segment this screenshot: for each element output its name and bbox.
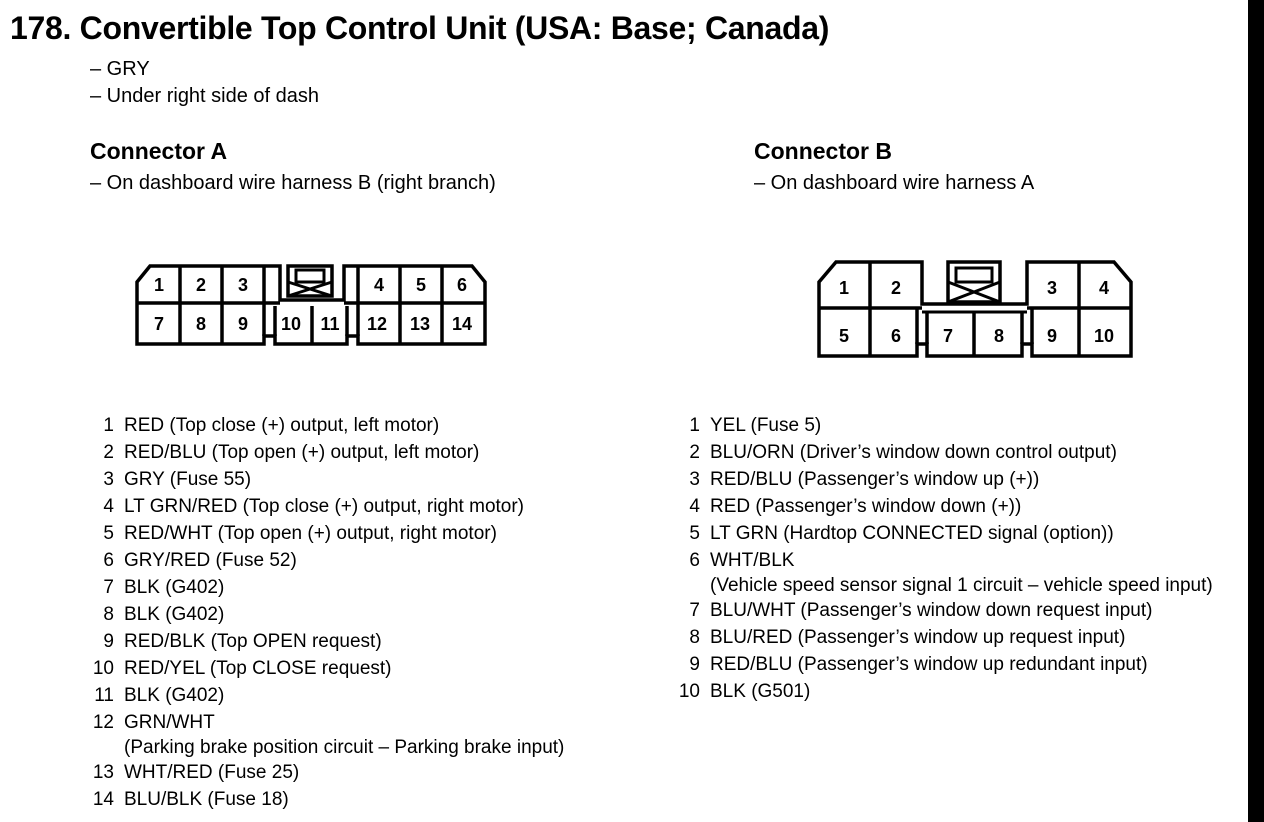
pin-a-6: 6 (457, 275, 467, 295)
pin-a-7: 7 (154, 314, 164, 334)
pin-b-5: 5 (839, 326, 849, 346)
page-title: 178. Convertible Top Control Unit (USA: … (10, 10, 830, 46)
pin-a-12: 12 (367, 314, 387, 334)
connector-b-location: – On dashboard wire harness A (754, 172, 1035, 194)
pin-b-10: 10 (1094, 326, 1114, 346)
connector-a-diagram: 1 2 3 4 5 6 7 8 9 10 11 12 13 14 (135, 264, 487, 346)
pin-a-4: 4 (374, 275, 384, 295)
pin-a-9: 9 (238, 314, 248, 334)
pin-b-8: 8 (994, 326, 1004, 346)
connector-b-title: Connector B (754, 138, 892, 164)
connector-a-location: – On dashboard wire harness B (right bra… (90, 172, 496, 194)
pin-a-10: 10 (281, 314, 301, 334)
pin-b-2: 2 (891, 278, 901, 298)
pin-a-14: 14 (452, 314, 472, 334)
pin-a-3: 3 (238, 275, 248, 295)
pin-b-9: 9 (1047, 326, 1057, 346)
pin-a-2: 2 (196, 275, 206, 295)
pin-a-11: 11 (320, 314, 339, 334)
pin-a-13: 13 (410, 314, 430, 334)
pin-a-1: 1 (154, 275, 164, 295)
pin-b-3: 3 (1047, 278, 1057, 298)
page-edge-bar (1248, 0, 1264, 822)
connector-a-title: Connector A (90, 138, 228, 164)
pin-a-8: 8 (196, 314, 206, 334)
pin-b-7: 7 (943, 326, 953, 346)
pin-b-1: 1 (839, 278, 849, 298)
pin-b-6: 6 (891, 326, 901, 346)
location-note: – Under right side of dash (90, 85, 320, 107)
pin-b-4: 4 (1099, 278, 1109, 298)
pin-a-5: 5 (416, 275, 426, 295)
connector-b-diagram: 1 2 3 4 5 6 7 8 9 10 (817, 260, 1133, 358)
color-note: – GRY (90, 58, 150, 80)
